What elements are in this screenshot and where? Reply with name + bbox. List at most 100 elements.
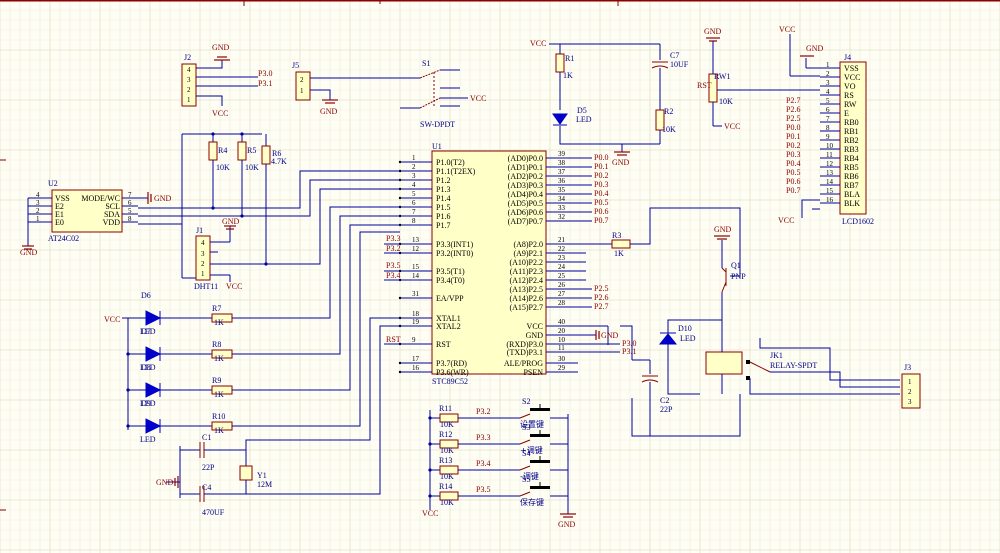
j2-ref: J2 <box>184 53 191 62</box>
btn-net: P3.4 <box>476 459 490 468</box>
btn-net: P3.3 <box>476 433 490 442</box>
j4-net: P2.7 <box>786 96 800 105</box>
net-p33: P3.3 <box>386 234 400 243</box>
r3-ref: R3 <box>612 231 621 240</box>
u1-pin-name: RST <box>436 340 451 349</box>
u1-pin-num: 23 <box>558 254 566 262</box>
u1-pin-num: 5 <box>412 190 416 198</box>
u1-value: STC89C52 <box>432 377 468 386</box>
u1-pin-name: (AD7)P0.7 <box>508 217 543 226</box>
relay-driver[interactable]: R3 1K GND Q1 PNP D10 LED JK1 RELAY-SPDT … <box>578 207 921 437</box>
j4-pin-num: 5 <box>826 97 830 105</box>
s1-vcc: VCC <box>470 94 486 103</box>
u1-pin-name: (RXD)P3.0 <box>506 340 543 349</box>
led-r-value: 1K <box>214 426 224 435</box>
u1-pin-num: 2 <box>412 163 416 171</box>
led-column[interactable]: VCC D6LEDR71KD7LEDR81KD8LEDR91KD9LEDR101… <box>104 291 250 444</box>
u1-pin-name: P3.5(T1) <box>436 267 465 276</box>
switch-ref: S4 <box>522 449 530 458</box>
u1-pin-name: (TXD)P3.1 <box>507 348 543 357</box>
u2-pin-num: 2 <box>36 207 40 215</box>
j4-pin-name: RB2 <box>844 136 859 145</box>
u1-pin-num: 31 <box>412 290 420 298</box>
j4-vcc: VCC <box>779 25 795 34</box>
switch-ref: S3 <box>522 423 530 432</box>
u2-pin-num: 1 <box>36 215 40 223</box>
j4-value: LCD1602 <box>842 217 874 226</box>
u1-right-net: P2.7 <box>594 302 608 311</box>
u2-pin-num: 5 <box>128 207 132 215</box>
oscillator[interactable]: C1 22P C4 470UF Y1 12M GND <box>156 317 400 517</box>
u1-pin-num: 15 <box>412 263 420 271</box>
u2-value: AT24C02 <box>48 234 79 243</box>
u2-gnd-label: GND <box>20 248 38 257</box>
u1-pin-num: 32 <box>558 213 566 221</box>
u1-pin-name: (AD6)P0.6 <box>508 208 543 217</box>
u1-pin-num: 7 <box>412 208 416 216</box>
switch-ref: S2 <box>522 397 530 406</box>
led-r-value: 1K <box>214 318 224 327</box>
u1-pin-num: 26 <box>558 281 566 289</box>
reset-gnd: GND <box>612 158 630 167</box>
u1-pin-num: 38 <box>558 159 566 167</box>
u1-pin-name: (A11)P2.3 <box>510 267 543 276</box>
reset-vcc: VCC <box>530 39 546 48</box>
u2-pin-name: VSS <box>55 194 70 203</box>
c2-ref: C4 <box>202 483 211 492</box>
j1-gnd: GND <box>222 217 240 226</box>
btn-net: P3.5 <box>476 485 490 494</box>
j4-pin-num: 16 <box>826 196 834 204</box>
u1-pin-name: P1.6 <box>436 212 450 221</box>
j4-ref: J4 <box>844 53 851 62</box>
led-value: LED <box>140 399 156 408</box>
button-array[interactable]: VCC GND R1110KP3.2S2设置键R1210KP3.3S3+调键R1… <box>422 397 576 529</box>
u1-pin-num: 3 <box>412 172 416 180</box>
r2-value: 10K <box>662 125 676 134</box>
svg-text:4: 4 <box>187 66 191 74</box>
u1-ref: U1 <box>432 142 442 151</box>
u1-pin-name: (A10)P2.2 <box>509 258 543 267</box>
j4-pin-num: 8 <box>826 124 830 132</box>
j4-pin-name: RB4 <box>844 154 859 163</box>
reset-circuit[interactable]: VCC R1 1K D5 LED C7 10UF R2 10K GND <box>530 39 689 167</box>
u1-pin-num: 25 <box>558 272 566 280</box>
jk1-ref: JK1 <box>770 351 783 360</box>
r5-value: 10K <box>245 163 259 172</box>
u1-pin-num: 20 <box>558 327 566 335</box>
j4-pin-num: 10 <box>826 142 834 150</box>
j4-pin-name: RB6 <box>844 172 859 181</box>
u1-right-nets: P0.0P0.1P0.2P0.3P0.4P0.5P0.6P0.7P2.5P2.6… <box>578 153 608 311</box>
u1-right-net: P0.2 <box>594 171 608 180</box>
j4-vcc2: VCC <box>778 216 794 225</box>
svg-text:1: 1 <box>201 270 205 278</box>
j4-net: P0.0 <box>786 123 800 132</box>
j5-connector[interactable]: J5 2 1 GND <box>292 61 420 116</box>
j2-body <box>181 63 197 107</box>
u2-pin-num: 6 <box>128 199 132 207</box>
rw1-pot[interactable]: GND VCC RW1 10K RST <box>697 27 820 131</box>
j2-connector[interactable]: J2 4 3 2 1 GND P3.0 P3.1 VCC <box>181 43 272 118</box>
rw1-gnd: GND <box>704 27 722 36</box>
u1-pin-num: 24 <box>558 263 566 271</box>
s1-switch[interactable]: S1 SW-DPDT VCC <box>400 59 486 129</box>
j4-pin-name: RS <box>844 91 854 100</box>
u1-pin-num: 18 <box>412 310 420 318</box>
j5-ref: J5 <box>292 61 299 70</box>
svg-text:3: 3 <box>908 398 912 406</box>
j1-dht11[interactable]: J1 DHT11 VCC GND 4 3 2 1 <box>194 217 266 291</box>
u1-pin-num: 8 <box>412 217 416 225</box>
led-ref: D7 <box>141 327 151 336</box>
btn-r-ref: R12 <box>439 430 452 439</box>
j2-net-p30: P3.0 <box>258 69 272 78</box>
u1-pin-num: 4 <box>412 181 416 189</box>
u1-pin-num: 27 <box>558 290 566 298</box>
btn-r-ref: R14 <box>439 482 452 491</box>
btn-vcc: VCC <box>422 509 438 518</box>
u1-pin-num: 39 <box>558 150 566 158</box>
c7-value: 10UF <box>670 60 689 69</box>
u2-pin-name: SDA <box>104 210 120 219</box>
